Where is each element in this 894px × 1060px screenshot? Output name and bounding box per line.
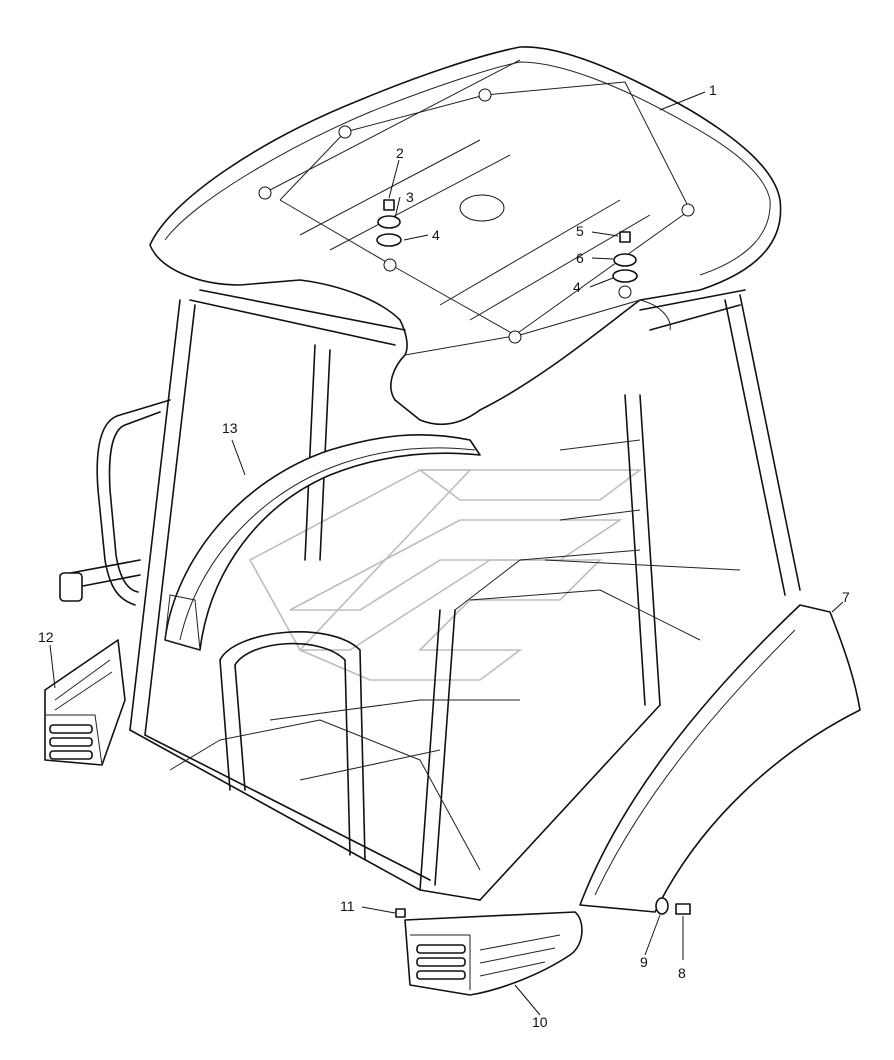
callout-4-right: 4 <box>573 279 581 295</box>
callout-13: 13 <box>222 420 238 436</box>
callout-3: 3 <box>406 189 414 205</box>
small-fasteners <box>395 897 691 918</box>
callout-11: 11 <box>340 898 355 914</box>
callout-6: 6 <box>576 250 584 266</box>
rear-handrail <box>59 399 171 606</box>
callout-5: 5 <box>576 223 584 239</box>
callout-12: 12 <box>38 629 54 645</box>
callout-labels: 1 2 3 4 5 6 4 7 8 9 10 11 12 13 <box>38 82 850 1030</box>
rear-fender-left <box>164 434 481 651</box>
callout-9: 9 <box>640 954 648 970</box>
roof-panel <box>149 46 782 426</box>
callout-2: 2 <box>396 145 404 161</box>
front-fender-right <box>579 604 861 913</box>
callout-4-left: 4 <box>432 227 440 243</box>
callout-10: 10 <box>532 1014 548 1030</box>
step-plate-rear <box>44 639 126 766</box>
leader-lines <box>49 91 844 1016</box>
callout-8: 8 <box>678 965 686 981</box>
roof-fasteners <box>376 199 638 283</box>
step-plate-front <box>404 911 583 996</box>
callout-1: 1 <box>709 82 717 98</box>
callout-7: 7 <box>842 589 850 605</box>
